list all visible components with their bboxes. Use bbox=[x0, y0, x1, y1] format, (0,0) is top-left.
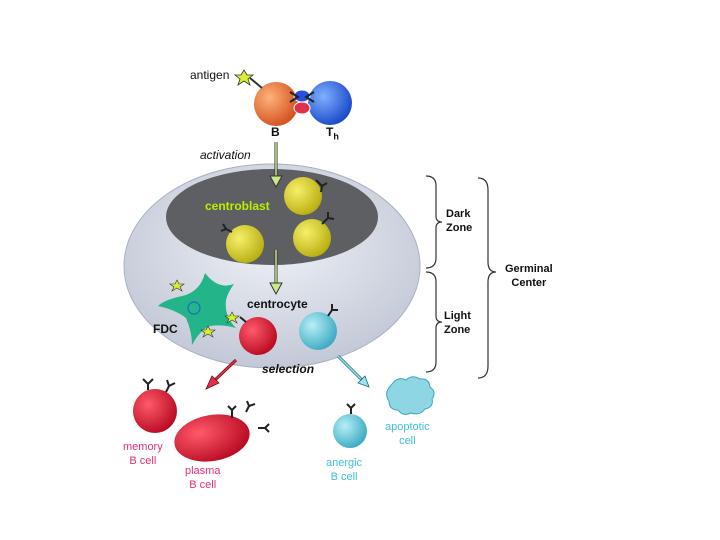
centroblast-label: centroblast bbox=[205, 199, 270, 213]
th-label-sub: h bbox=[333, 131, 339, 142]
centroblast-cell-1 bbox=[284, 177, 328, 215]
antigen-icon bbox=[233, 69, 263, 89]
light-zone-label: Light Zone bbox=[444, 310, 471, 336]
anergic-b-cell-label: anergic B cell bbox=[326, 457, 363, 483]
memory-b-cell bbox=[133, 378, 177, 433]
differentiation-arrow bbox=[269, 250, 283, 296]
plasma-b-cell bbox=[174, 414, 250, 462]
b-cell-label: B bbox=[271, 125, 280, 139]
centrocyte-red bbox=[239, 316, 277, 355]
germinal-center-label: Germinal Center bbox=[505, 263, 553, 289]
antigen-label: antigen bbox=[190, 68, 230, 82]
synapse-receptors bbox=[289, 89, 315, 115]
th-cell bbox=[308, 81, 352, 125]
centroblast-cell-2 bbox=[220, 223, 264, 263]
antibody-icons bbox=[227, 400, 270, 433]
fdc-label: FDC bbox=[153, 322, 178, 336]
memory-b-cell-label: memory B cell bbox=[123, 441, 163, 467]
centrocyte-cyan bbox=[299, 304, 338, 350]
dark-zone-region bbox=[166, 169, 378, 265]
activation-arrow bbox=[269, 142, 283, 189]
centroblast-cell-3 bbox=[293, 212, 335, 257]
apoptotic-cell-label: apoptotic cell bbox=[385, 421, 430, 447]
apoptotic-cell bbox=[386, 376, 435, 415]
selection-label: selection bbox=[262, 362, 315, 376]
germinal-center-bracket bbox=[477, 177, 497, 379]
activation-label: activation bbox=[200, 148, 251, 162]
fdc-cell bbox=[158, 273, 236, 345]
fdc-antigen-icons bbox=[169, 279, 240, 338]
dark-zone-bracket bbox=[425, 175, 443, 269]
anergic-b-cell bbox=[333, 403, 367, 448]
centrocyte-label: centrocyte bbox=[247, 297, 308, 311]
th-label-main: T bbox=[326, 125, 334, 139]
b-cell bbox=[254, 82, 298, 126]
th-cell-label: Th bbox=[326, 125, 339, 143]
light-zone-bracket bbox=[425, 271, 443, 373]
dark-zone-label: Dark Zone bbox=[446, 208, 473, 234]
selection-arrow-negative bbox=[336, 354, 370, 388]
plasma-b-cell-label: plasma B cell bbox=[185, 465, 221, 491]
selection-arrow-positive bbox=[205, 358, 238, 390]
